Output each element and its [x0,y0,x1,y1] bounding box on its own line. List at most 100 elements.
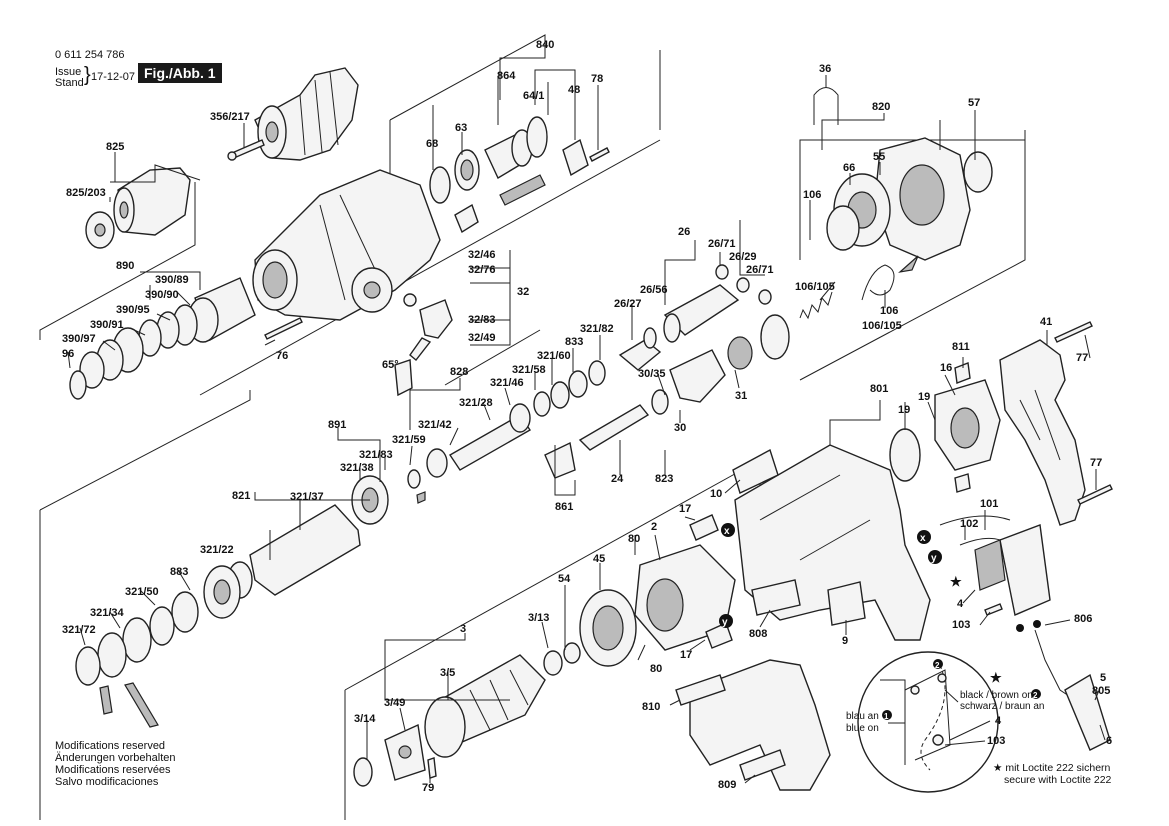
selector-knob-32 [394,293,453,397]
part-number: 0 611 254 786 [55,49,125,61]
label-6: 6 [1106,735,1112,747]
label-32-46: 32/46 [468,249,496,261]
label-805: 805 [1092,685,1110,697]
label-30-35: 30/35 [638,368,666,380]
label-825: 825 [106,141,124,153]
gear-housing-840 [252,169,441,321]
label-823: 823 [655,473,673,485]
warning-labels [454,174,546,234]
plate-3-49 [384,723,426,781]
label-96: 96 [62,348,74,360]
marker-y-2: y [931,553,937,564]
loctite-note: ★ mit Loctite 222 sichern secure with Lo… [993,762,1111,786]
label-63: 63 [455,122,467,134]
wiring-label-103: 103 [987,735,1005,747]
label-36: 36 [819,63,831,75]
label-26-27: 26/27 [614,298,642,310]
screw-79 [427,757,437,779]
label-32-76: 32/76 [468,264,496,276]
label-390-95: 390/95 [116,304,150,316]
note-line-3: Modifications reservées [55,764,171,776]
brush-plate-16 [889,379,1001,482]
wiring-label-4: 4 [995,715,1002,727]
marker-y-1: y [722,617,728,628]
label-321-72: 321/72 [62,624,96,636]
label-321-83: 321/83 [359,449,393,461]
leader-lines [67,50,1106,784]
label-390-90: 390/90 [145,289,179,301]
rings-833 [533,360,606,417]
label-2: 2 [651,521,657,533]
rings-321-50 [75,591,199,686]
label-825-203: 825/203 [66,187,106,199]
label-4: 4 [957,598,964,610]
note-line-2: Änderungen vorbehalten [55,752,176,764]
handle-shell-41 [999,339,1086,526]
wiring-marker-2-top: 2 [935,661,940,670]
note-line-1: Modifications reserved [55,740,166,752]
label-3-49: 3/49 [384,697,405,709]
label-32-83: 32/83 [468,314,496,326]
loctite-line-2: secure with Loctite 222 [1004,774,1112,786]
label-820: 820 [872,101,890,113]
label-101: 101 [980,498,998,510]
label-17a: 17 [679,503,691,515]
label-321-34: 321/34 [90,607,125,619]
sds-chuck-825 [85,167,191,249]
label-356-217: 356/217 [210,111,250,123]
label-811: 811 [952,341,970,353]
hammer-tube-26 [663,284,740,343]
wiring-marker-1: 1 [884,712,889,721]
label-106-105b: 106/105 [862,320,902,332]
bearing-3-13 [543,642,581,676]
label-321-46: 321/46 [490,377,524,389]
label-17b: 17 [680,649,692,661]
star-marker: ★ [950,574,962,589]
issue-label-en: Issue [55,66,82,78]
air-guide-45 [579,589,637,667]
wiring-detail [857,651,999,793]
label-891: 891 [328,419,346,431]
brush-811 [954,362,971,384]
label-64-1: 64/1 [523,90,544,102]
label-41: 41 [1040,316,1052,328]
label-321-42: 321/42 [418,419,452,431]
screw-76 [264,317,303,340]
screw-78 [589,147,610,162]
label-26: 26 [678,226,690,238]
label-808 [751,579,801,616]
angle-65: 65° [382,359,399,371]
label-102: 102 [960,518,978,530]
gear-883 [203,565,241,619]
label-31: 31 [735,390,747,402]
gear-wheel-31 [727,314,790,370]
label-3-14: 3/14 [354,713,376,725]
bearing-3-14 [353,757,373,787]
plate-48 [562,138,589,177]
wiring-black-brown-en: black / brown on [960,690,1033,701]
modification-notes: Modifications reserved Änderungen vorbeh… [55,740,175,788]
label-9 [827,581,866,626]
brush-holders-17 [689,514,733,649]
piston-26-27 [618,327,662,371]
issue-date: 17-12-07 [91,71,136,83]
label-809: 809 [718,779,736,791]
label-66: 66 [843,162,855,174]
label-26-71a: 26/71 [708,238,736,250]
marker-x-1: x [724,526,730,537]
label-321-82: 321/82 [580,323,614,335]
label-10 [732,448,779,494]
switch-4 [939,515,1051,616]
label-321-58: 321/58 [512,364,546,376]
note-line-4: Salvo modificaciones [55,776,159,788]
wiring-text: 2 black / brown on 2 schwarz / braun an … [846,620,1045,747]
screw-356-217 [227,139,265,161]
label-9: 9 [842,635,848,647]
label-54: 54 [558,573,571,585]
label-57: 57 [968,97,980,109]
wiring-marker-2: 2 [1033,691,1038,700]
label-833: 833 [565,336,583,348]
quick-change-chuck [254,67,359,161]
label-106b: 106 [880,305,898,317]
